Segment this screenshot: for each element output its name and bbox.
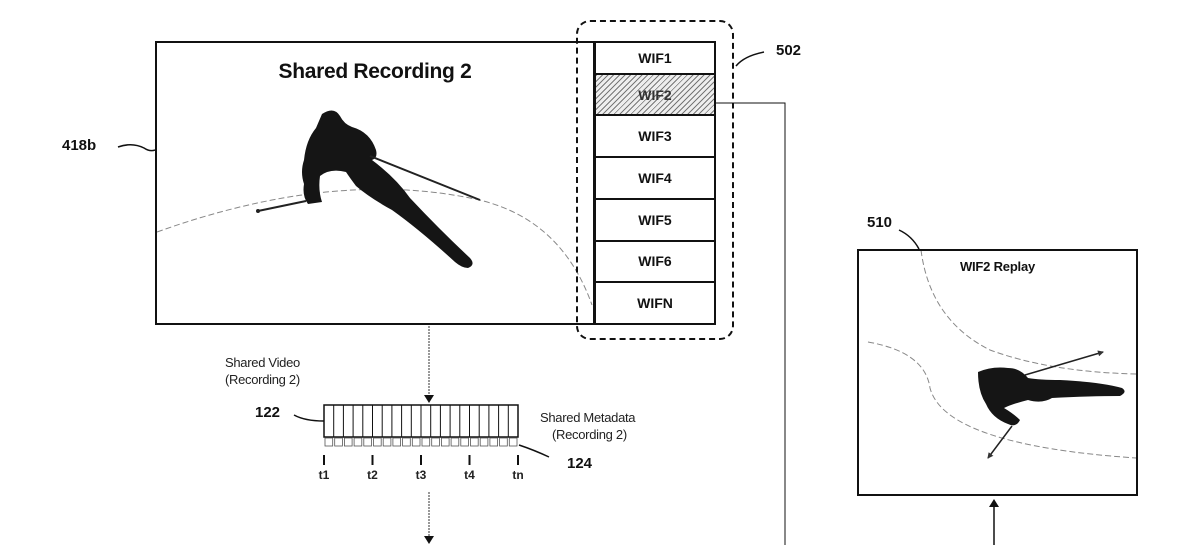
replay-pole-upper — [1024, 350, 1104, 376]
ref-122-leader — [293, 414, 325, 422]
timeline-label-t2: t2 — [367, 468, 378, 482]
metadata-cell — [324, 437, 334, 447]
metadata-cell — [489, 437, 498, 447]
metadata-cell — [343, 437, 353, 447]
shared-video-caption-line1: Shared Video — [225, 355, 300, 370]
metadata-cell — [353, 437, 363, 447]
ref-label-502: 502 — [776, 42, 802, 59]
metadata-cell — [431, 437, 440, 447]
wif2-replay-panel[interactable] — [857, 249, 1138, 496]
ref-label-122: 122 — [255, 404, 281, 421]
shared-video-caption-line2: (Recording 2) — [225, 372, 300, 387]
metadata-cell — [479, 437, 489, 447]
shared-metadata-caption-line1: Shared Metadata — [540, 410, 636, 425]
replay-track-upper — [920, 249, 1137, 375]
metadata-cell — [382, 437, 392, 447]
ref-502-leader — [735, 51, 765, 67]
metadata-cell — [392, 437, 401, 447]
ski-pole-left — [257, 200, 307, 212]
pole-tip — [256, 209, 260, 213]
replay-skier-silhouette — [978, 367, 1125, 426]
slope-line — [156, 188, 593, 306]
skier-silhouette — [302, 110, 473, 268]
metadata-cell — [421, 437, 431, 447]
wif-item-wif2[interactable]: WIF2 — [596, 74, 714, 117]
wif-item-wifn[interactable]: WIFN — [637, 295, 673, 312]
wif2-connector — [716, 102, 786, 545]
metadata-cell — [402, 437, 411, 447]
timeline-label-tn: tn — [512, 468, 524, 482]
replay-pole-lower — [987, 425, 1013, 459]
ski-pole-right — [369, 155, 481, 201]
ref-label-418b: 418b — [62, 137, 97, 154]
metadata-cell — [363, 437, 372, 447]
metadata-cell — [373, 437, 382, 447]
ref-418b-leader — [117, 144, 156, 152]
metadata-cell — [440, 437, 450, 447]
metadata-cell — [508, 437, 518, 447]
timeline-label-t3: t3 — [415, 468, 427, 482]
metadata-cell — [334, 437, 343, 447]
timeline-label-t1: t1 — [318, 468, 330, 482]
ref-124-leader — [518, 444, 550, 458]
ref-label-124: 124 — [567, 455, 593, 472]
ref-510-leader — [898, 229, 920, 250]
metadata-cell — [499, 437, 508, 447]
wif-item-wif6[interactable]: WIF6 — [596, 242, 714, 284]
metadata-cell — [470, 437, 479, 447]
metadata-cell — [411, 437, 421, 447]
wif-group-outline — [576, 20, 734, 340]
ref-label-510: 510 — [867, 214, 893, 231]
metadata-cell — [460, 437, 469, 447]
wif-item-wif3[interactable]: WIF3 — [596, 116, 714, 159]
film-strip — [323, 404, 519, 465]
replay-track-lower — [867, 341, 1137, 459]
shared-metadata-caption-line2: (Recording 2) — [552, 427, 627, 442]
timeline-label-t4: t4 — [464, 468, 475, 482]
shared-metadata-caption: Shared Metadata (Recording 2) — [540, 409, 636, 443]
metadata-cell — [450, 437, 460, 447]
shared-video-caption: Shared Video (Recording 2) — [225, 354, 300, 388]
shared-recording-title: Shared Recording 2 — [278, 60, 472, 83]
wif-item-wif1[interactable]: WIF1 — [596, 43, 714, 75]
replay-title: WIF2 Replay — [959, 259, 1036, 274]
wif-item-wif4[interactable]: WIF4 — [596, 158, 714, 200]
wif-item-wif5[interactable]: WIF5 — [596, 200, 714, 242]
